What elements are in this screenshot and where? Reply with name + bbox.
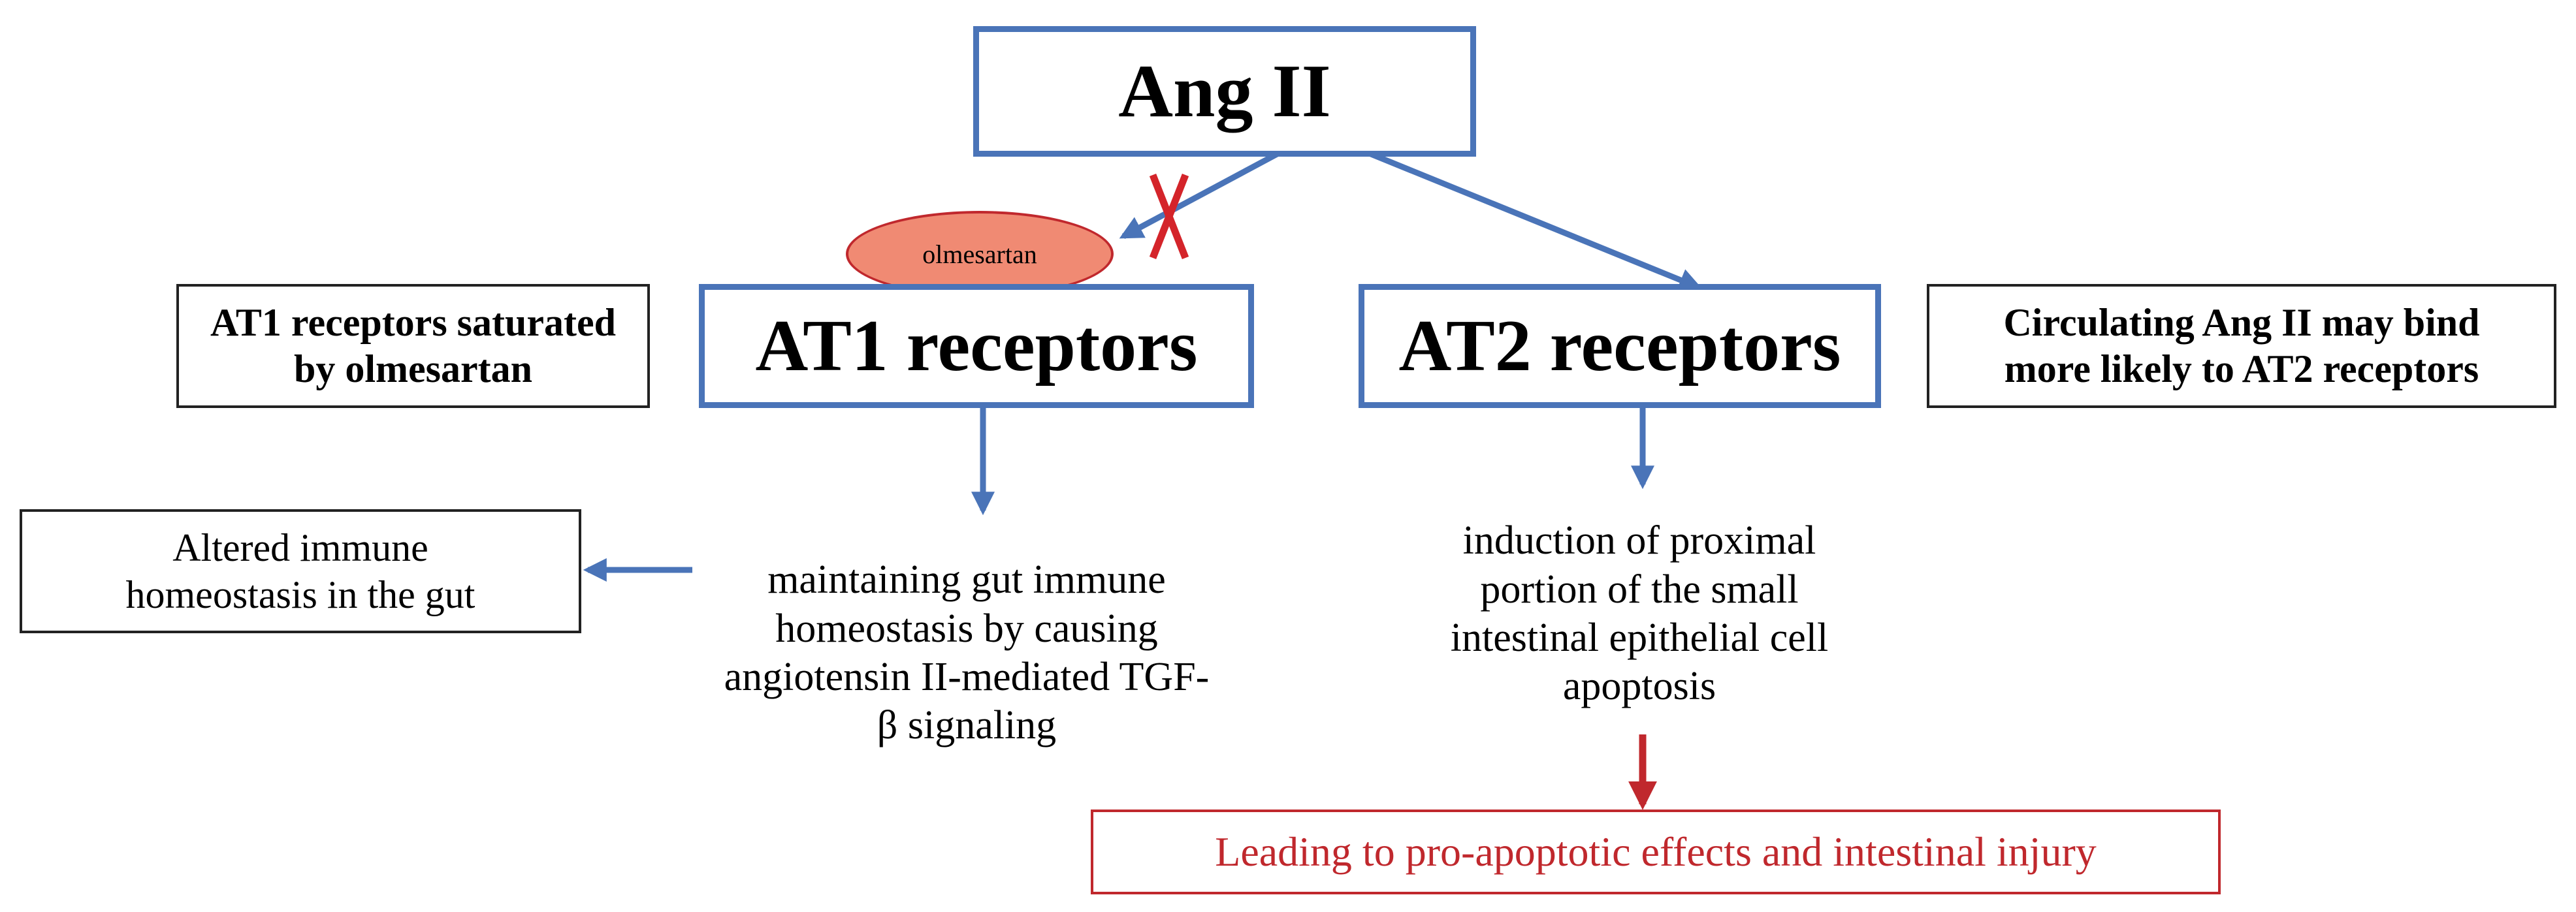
altered-homeostasis-label: Altered immune homeostasis in the gut [125, 526, 475, 616]
maintaining-homeostasis-label: maintaining gut immune homeostasis by ca… [724, 558, 1210, 748]
olmesartan-label: olmesartan [922, 239, 1037, 269]
maintaining-homeostasis-node: maintaining gut immune homeostasis by ca… [686, 522, 1248, 783]
ang-ii-label: Ang II [1118, 49, 1331, 133]
note-at1-saturated: AT1 receptors saturated by olmesartan [176, 284, 650, 408]
at1-receptors-node: AT1 receptors [699, 284, 1254, 408]
olmesartan-node: olmesartan [846, 211, 1114, 297]
induction-apoptosis-label: induction of proximal portion of the sma… [1450, 518, 1829, 709]
at2-receptors-node: AT2 receptors [1359, 284, 1881, 408]
note-circulating-label: Circulating Ang II may bind more likely … [2003, 301, 2480, 390]
note-circulating-ang-ii: Circulating Ang II may bind more likely … [1927, 284, 2556, 408]
altered-homeostasis-node: Altered immune homeostasis in the gut [20, 509, 581, 633]
blocked-x-mark [1149, 173, 1189, 260]
leading-effects-node: Leading to pro-apoptotic effects and int… [1091, 810, 2221, 894]
induction-apoptosis-node: induction of proximal portion of the sma… [1391, 493, 1888, 734]
leading-effects-label: Leading to pro-apoptotic effects and int… [1215, 828, 2097, 875]
edge-ang-ii-to-at2-receptors [1331, 135, 1703, 291]
at2-receptors-label: AT2 receptors [1398, 305, 1841, 386]
at1-receptors-label: AT1 receptors [755, 305, 1198, 386]
note-at1-saturated-label: AT1 receptors saturated by olmesartan [210, 301, 616, 390]
ang-ii-node: Ang II [973, 26, 1476, 157]
